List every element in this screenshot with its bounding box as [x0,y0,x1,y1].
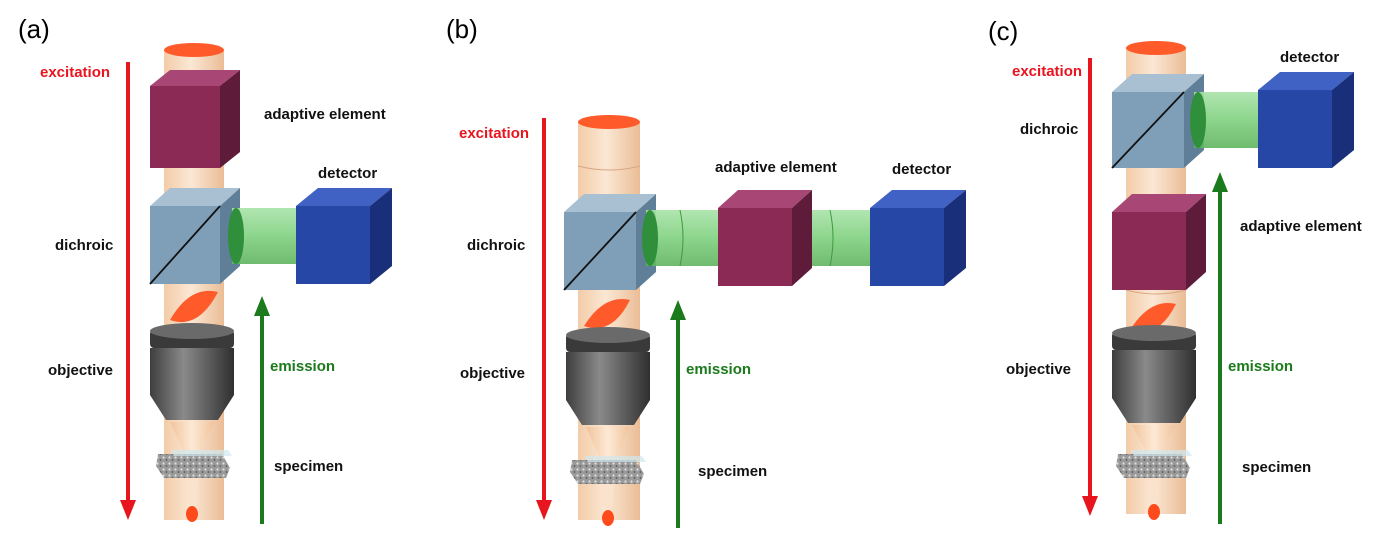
specimen-label: specimen [274,458,343,475]
adaptive-element-cube [718,190,812,286]
dichroic-label: dichroic [55,237,113,254]
focal-spot [1148,504,1160,520]
detector-cube [1258,72,1354,168]
panel-b: (b) excitation dichroic [446,14,966,528]
objective-lens [150,323,234,420]
panel-a: (a) excitation adaptive element dichroic [18,14,392,524]
detector-cube [296,188,392,284]
adaptive-element-cube [150,70,240,168]
adaptive-element-cube [1112,194,1206,290]
objective-lens [566,327,650,425]
focal-spot [602,510,614,526]
excitation-label: excitation [1012,63,1082,80]
objective-label: objective [48,362,113,379]
wavefront-icon [170,290,218,323]
detector-label: detector [892,161,951,178]
adaptive-element-label: adaptive element [264,106,386,123]
wavefront-icon [1130,303,1176,333]
panel-letter: (a) [18,14,50,44]
excitation-arrow [536,118,552,520]
detector-label: detector [318,165,377,182]
focal-spot [186,506,198,522]
emission-label: emission [270,358,335,375]
specimen-label: specimen [698,463,767,480]
emission-arrow [254,296,270,524]
detector-cube [870,190,966,286]
emission-beam [228,208,300,264]
detector-label: detector [1280,49,1339,66]
specimen-slab [156,450,232,478]
excitation-label: excitation [40,64,110,81]
emission-label: emission [1228,358,1293,375]
dichroic-label: dichroic [467,237,525,254]
wavefront-icon [584,299,630,329]
dichroic-cube [149,188,240,285]
emission-arrow [670,300,686,528]
specimen-slab [1116,450,1192,478]
emission-label: emission [686,361,751,378]
specimen-slab [570,456,646,484]
emission-beam [1190,92,1266,148]
panel-letter: (b) [446,14,478,44]
objective-lens [1112,325,1196,423]
dichroic-label: dichroic [1020,121,1078,138]
adaptive-element-label: adaptive element [1240,218,1362,235]
objective-label: objective [1006,361,1071,378]
excitation-arrow [1082,58,1098,516]
panel-letter: (c) [988,16,1018,46]
panel-c: (c) excitation dichroic dete [988,16,1362,524]
specimen-label: specimen [1242,459,1311,476]
emission-arrow [1212,172,1228,524]
excitation-label: excitation [459,125,529,142]
adaptive-element-label: adaptive element [715,159,837,176]
objective-label: objective [460,365,525,382]
excitation-arrow [120,62,136,520]
